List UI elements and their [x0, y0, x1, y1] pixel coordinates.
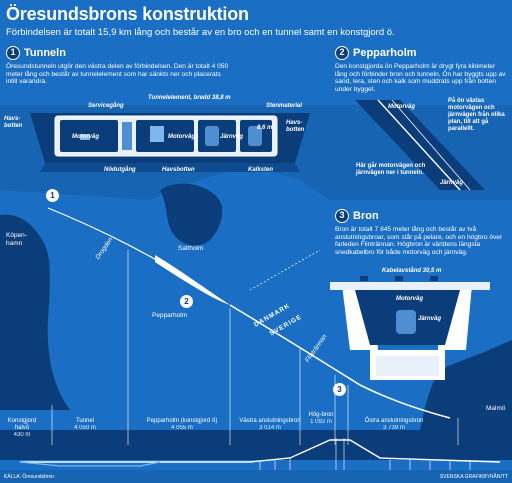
map-marker-2: 2	[180, 295, 193, 308]
train-icon	[248, 126, 262, 146]
segment-name: Pepparholm (konstgjord ö)	[146, 418, 218, 424]
saltholm-label: Saltholm	[178, 245, 204, 252]
section-1-text: Öresundstunneln utgör den västra delen a…	[6, 63, 229, 86]
saltholm-island	[160, 183, 223, 246]
map-marker-3: 3	[333, 383, 346, 396]
map-marker-1: 1	[46, 189, 59, 202]
bridge-motorway-label: Motorväg	[396, 296, 423, 302]
car-icon	[80, 134, 90, 140]
section-2-text: Den konstgjorda ön Pepparholm är drygt f…	[335, 63, 506, 94]
island-note-top: På ön växlas motorvägen och järnvägen fr…	[448, 98, 505, 132]
danish-coast	[0, 214, 70, 410]
section-number-badge: 2	[335, 46, 349, 60]
segment-label: Konstgjord halvö 430 m	[4, 418, 40, 438]
segment-name: Tunnel	[75, 418, 95, 424]
tunnel-width-label: Tunnelelement, bredd 38,8 m	[148, 95, 231, 101]
section-title: Tunneln	[24, 46, 66, 59]
tunnel-motorway-label: Motorväg	[72, 134, 99, 140]
segment-label: Västra anslutningsbron 3 014 m	[236, 418, 304, 431]
truck-icon	[150, 126, 164, 142]
cable-distance-label: Kabelavstånd 30,5 m	[382, 268, 442, 274]
island-railway-label: Järnväg	[440, 180, 464, 186]
stone-material-label: Stenmaterial	[266, 103, 303, 109]
segment-label: Pepparholm (konstgjord ö) 4 055 m	[142, 418, 222, 431]
page-title: Öresundsbrons konstruktion	[6, 4, 249, 24]
section-3-heading: 3 Bron	[335, 209, 379, 223]
bridge-profile	[20, 439, 501, 463]
tunnel-height-label: 8,6 m	[257, 125, 273, 131]
swedish-coast	[420, 340, 512, 430]
segment-name: Hög-bron	[308, 412, 334, 418]
bridge-railway-label: Järnväg	[418, 316, 442, 322]
malmo-label: Malmö	[486, 405, 506, 412]
section-3-text: Bron är totalt 7 845 meter lång och best…	[335, 226, 503, 257]
section-title: Bron	[353, 209, 379, 222]
seabed-right-label: Havs-botten	[286, 120, 305, 133]
segment-length: 430 m	[13, 432, 31, 438]
copenhagen-label: Köpen-hamn	[6, 232, 27, 247]
segment-length: 3 014 m	[259, 425, 281, 431]
train-icon	[396, 310, 416, 334]
train-icon	[205, 126, 219, 146]
segment-name: Konstgjord halvö	[7, 418, 37, 431]
seabed-bottom-label: Havsbotten	[162, 167, 195, 173]
credit-label: SVENSKA GRAFIKBYRÅN/TT	[439, 474, 508, 480]
tunnel-route	[47, 207, 161, 263]
bottom-sea	[0, 470, 512, 483]
page-subtitle: Förbindelsen är totalt 15,9 km lång och …	[6, 27, 395, 38]
tunnel-profile	[19, 461, 161, 467]
border-line	[249, 249, 321, 291]
segment-name: Östra anslutningsbron	[364, 418, 424, 424]
service-gallery-label: Servicegång	[88, 103, 124, 109]
tunnel-motorway-label-2: Motorväg	[168, 134, 195, 140]
segment-length: 1 092 m	[310, 419, 332, 425]
segment-label: Hög-bron 1 092 m	[306, 412, 336, 425]
ground-strip	[0, 430, 512, 460]
tunnel-railway-label: Järnväg	[220, 134, 244, 140]
source-label: KÄLLA: Öresundsbron	[4, 474, 55, 480]
segment-length: 4 055 m	[171, 425, 193, 431]
seabed-left-label: Havs-botten	[4, 116, 23, 129]
section-title: Pepparholm	[353, 46, 417, 59]
island-roads	[377, 99, 461, 191]
limestone-label: Kalksten	[248, 167, 274, 173]
island-note-bottom: Här går motorvägen och järnvägen ner i t…	[356, 163, 426, 176]
section-2-heading: 2 Pepparholm	[335, 46, 417, 60]
segment-length: 3 739 m	[383, 425, 405, 431]
emergency-exit-label: Nödutgång	[104, 167, 136, 173]
section-1-heading: 1 Tunneln	[6, 46, 66, 60]
island-motorway-label: Motorväg	[388, 104, 415, 110]
section-number-badge: 3	[335, 209, 349, 223]
segment-name: Västra anslutningsbron	[239, 418, 301, 424]
segment-label: Tunnel 4 050 m	[70, 418, 100, 431]
section-number-badge: 1	[6, 46, 20, 60]
pepparholm-island-shape	[155, 255, 230, 305]
segment-length: 4 050 m	[74, 425, 96, 431]
pepparholm-map-label: Pepparholm	[152, 312, 188, 319]
segment-label: Östra anslutningsbron 3 739 m	[356, 418, 432, 431]
bridge-pillars	[259, 438, 471, 470]
island-ramp	[355, 100, 485, 190]
bridge-deck	[330, 282, 490, 290]
bridge-route	[229, 304, 451, 419]
